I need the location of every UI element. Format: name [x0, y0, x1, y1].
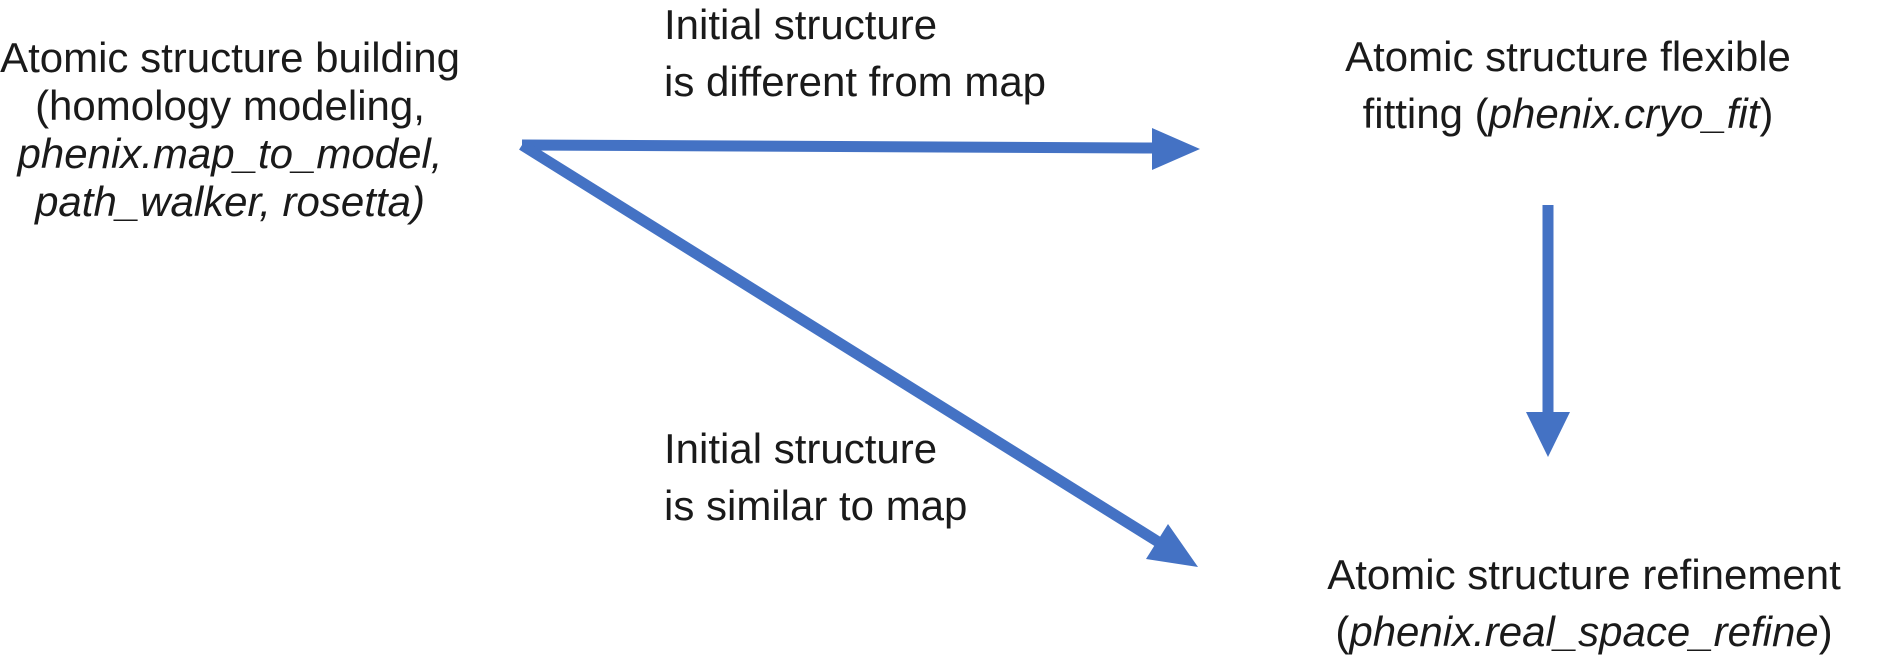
arrow-building-to-refinement-head: [1146, 524, 1198, 567]
node-fitting-line2-prefix: fitting (: [1362, 90, 1489, 137]
node-flexible-fitting: Atomic structure flexible fitting (pheni…: [1345, 28, 1791, 142]
edge-label-different-from-map: Initial structure is different from map: [664, 0, 1046, 110]
node-refinement-line2-prefix: (: [1335, 608, 1350, 655]
arrow-building-to-fitting-shaft: [521, 139, 1157, 154]
node-building-line2: (homology modeling,: [35, 82, 425, 129]
node-structure-refinement: Atomic structure refinement (phenix.real…: [1327, 546, 1841, 660]
node-building-program-2: path_walker, rosetta): [35, 178, 425, 225]
arrow-fitting-to-refinement: [1526, 205, 1570, 457]
node-building-line1: Atomic structure building: [0, 34, 460, 81]
arrow-building-to-fitting-head: [1152, 128, 1200, 170]
node-atomic-structure-building: Atomic structure building (homology mode…: [0, 34, 460, 226]
node-refinement-program: phenix.real_space_refine: [1349, 608, 1819, 655]
edge-label-different-line2: is different from map: [664, 58, 1047, 105]
node-refinement-line1: Atomic structure refinement: [1327, 551, 1841, 598]
node-fitting-line2: fitting (phenix.cryo_fit): [1345, 85, 1791, 142]
edge-label-similar-to-map: Initial structure is similar to map: [664, 420, 967, 534]
node-fitting-line2-suffix: ): [1759, 90, 1774, 137]
arrow-building-to-fitting: [521, 128, 1200, 170]
node-fitting-program: phenix.cryo_fit: [1488, 90, 1760, 137]
node-refinement-line2: (phenix.real_space_refine): [1327, 603, 1841, 660]
arrow-fitting-to-refinement-head: [1526, 412, 1570, 457]
node-building-program-1: phenix.map_to_model,: [17, 130, 443, 177]
edge-label-similar-line2: is similar to map: [664, 482, 968, 529]
node-refinement-line2-suffix: ): [1818, 608, 1833, 655]
node-fitting-line1: Atomic structure flexible: [1345, 33, 1791, 80]
edge-label-similar-line1: Initial structure: [664, 425, 938, 472]
edge-label-different-line1: Initial structure: [664, 1, 938, 48]
